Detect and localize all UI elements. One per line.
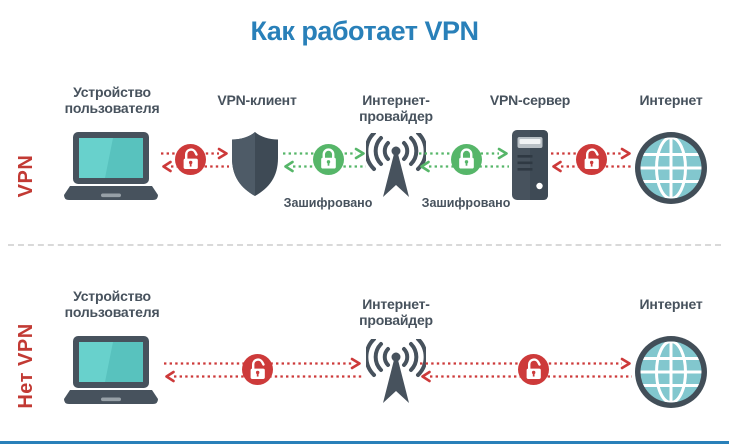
label-internet: Интернет xyxy=(639,92,703,108)
open-lock-icon xyxy=(242,354,273,385)
row-label-no-vpn: Нет VPN xyxy=(14,323,37,409)
label-isp: Интернет-провайдер xyxy=(359,296,433,328)
label-isp: Интернет-провайдер xyxy=(359,92,433,124)
link-device-isp xyxy=(164,357,362,383)
label-user-device: Устройство пользователя xyxy=(64,84,160,116)
globe-icon xyxy=(635,336,707,408)
page-title: Как работает VPN xyxy=(250,16,480,46)
antenna-icon xyxy=(366,339,426,403)
label-user-device: Устройство пользователя xyxy=(64,288,160,320)
encrypted-caption: Зашифровано xyxy=(421,196,511,210)
section-divider xyxy=(8,244,721,246)
open-lock-icon xyxy=(518,354,549,385)
laptop-icon xyxy=(64,336,158,404)
link-client-isp xyxy=(283,147,366,173)
label-internet: Интернет xyxy=(639,296,703,312)
label-vpn-server: VPN-сервер xyxy=(489,92,571,108)
bottom-accent-bar xyxy=(0,441,729,444)
encrypted-caption: Зашифровано xyxy=(283,196,373,210)
label-vpn-client: VPN-клиент xyxy=(217,92,297,108)
